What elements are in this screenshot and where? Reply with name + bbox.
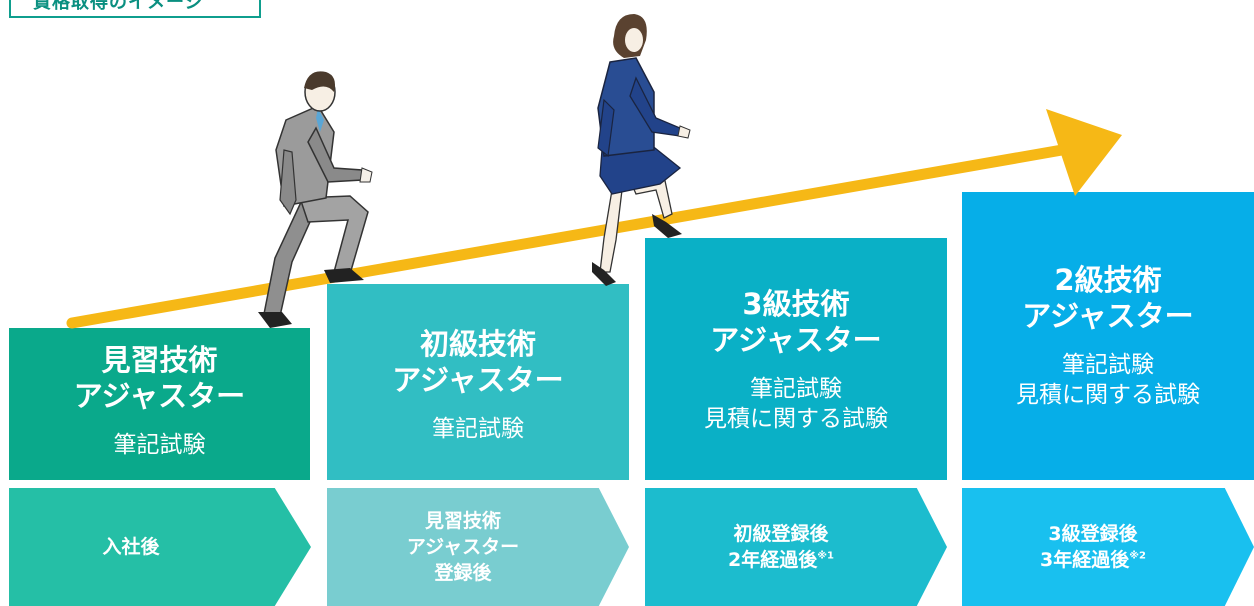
stage-name: 3級技術 アジャスター: [710, 287, 882, 357]
stage-exams: 筆記試験 見積に関する試験: [704, 376, 888, 432]
growth-arrow-icon: [66, 109, 1122, 329]
stage-grade2: 2級技術 アジャスター 筆記試験 見積に関する試験: [962, 192, 1254, 480]
businesswoman-icon: [592, 14, 691, 286]
businessman-icon: [258, 71, 373, 328]
stage-name: 見習技術 アジャスター: [73, 343, 246, 413]
stage-name: 初級技術 アジャスター: [392, 327, 564, 397]
footnote-mark: ※1: [817, 550, 834, 562]
section-title-box: 資格取得のイメージ: [9, 0, 261, 18]
timeline-step-4: 3級登録後 3年経過後※2: [962, 488, 1254, 606]
timeline-step-1: 入社後: [9, 488, 311, 606]
timeline-step-2: 見習技術 アジャスター 登録後: [327, 488, 629, 606]
stage-grade3: 3級技術 アジャスター 筆記試験 見積に関する試験: [645, 238, 947, 480]
section-title: 資格取得のイメージ: [33, 0, 204, 13]
timeline-step-3: 初級登録後 2年経過後※1: [645, 488, 947, 606]
stage-exams: 筆記試験: [113, 432, 206, 458]
footnote-mark: ※2: [1129, 550, 1146, 562]
stage-beginner: 初級技術 アジャスター 筆記試験: [327, 284, 629, 480]
stage-name: 2級技術 アジャスター: [1022, 263, 1194, 333]
stage-apprentice: 見習技術 アジャスター 筆記試験: [9, 328, 310, 480]
stage-exams: 筆記試験: [432, 416, 524, 442]
stage-exams: 筆記試験 見積に関する試験: [1016, 352, 1200, 408]
